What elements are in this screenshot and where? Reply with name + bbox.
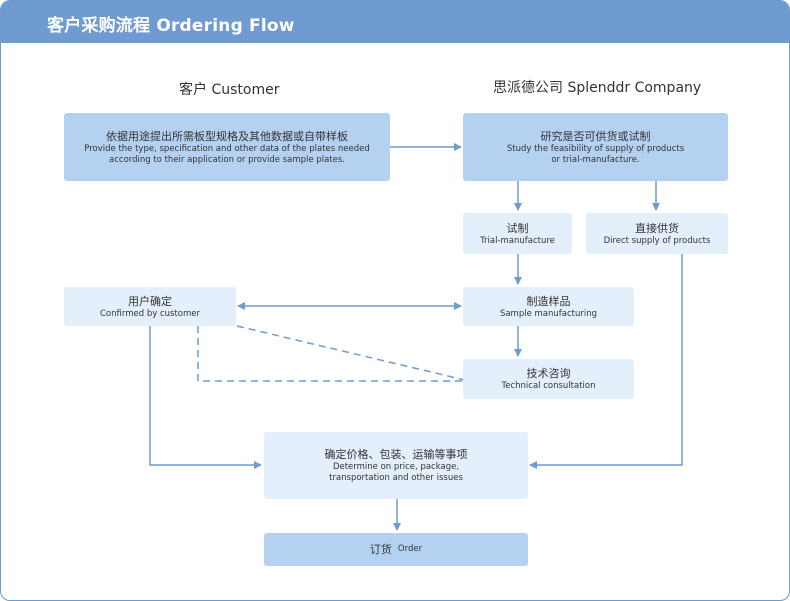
order-box: 订货 Order (264, 533, 528, 566)
sample-manufacturing-box: 制造样品 Sample manufacturing (463, 287, 634, 326)
trial-zh: 试制 (506, 221, 529, 235)
determine-zh: 确定价格、包装、运输等事项 (324, 448, 468, 461)
company-column-title: 思派德公司 Splenddr Company (493, 80, 702, 96)
trial-en: Trial-manufacture (480, 235, 555, 246)
sample-zh: 制造样品 (526, 294, 571, 308)
arrow-confirmed-to-determine (149, 326, 262, 469)
header-bar: 客户采购流程 Ordering Flow (1, 1, 789, 43)
direct-zh: 直接供货 (635, 221, 679, 235)
provide-en-line1: Provide the type, specification and othe… (84, 143, 370, 154)
tech-en: Technical consultation (501, 381, 596, 391)
confirmed-by-customer-box: 用户确定 Confirmed by customer (64, 287, 236, 326)
customer-column-title: 客户 Customer (179, 82, 280, 98)
trial-manufacture-box: 试制 Trial-manufacture (463, 213, 572, 254)
dashed-tech-to-confirmed-elbow (197, 326, 463, 382)
determine-en-line2: transportation and other issues (329, 473, 463, 483)
order-en: Order (397, 544, 423, 554)
technical-consultation-box: 技术咨询 Technical consultation (463, 359, 634, 399)
determine-en-line1: Determine on price, package, (332, 462, 460, 472)
provide-zh: 依据用途提出所需板型规格及其他数据或自带样板 (106, 129, 348, 143)
determine-terms-box: 确定价格、包装、运输等事项 Determine on price, packag… (264, 432, 528, 499)
confirmed-zh: 用户确定 (128, 294, 172, 308)
study-en-line2: or trial-manufacture. (551, 154, 640, 165)
study-feasibility-box: 研究是否可供货或试制 Study the feasibility of supp… (463, 113, 728, 181)
arrow-direct-to-determine (529, 254, 683, 469)
provide-en-line2: according to their application or provid… (109, 154, 345, 165)
confirmed-en: Confirmed by customer (100, 308, 200, 319)
direct-supply-box: 直接供货 Direct supply of products (586, 213, 728, 254)
tech-zh: 技术咨询 (526, 367, 571, 380)
study-zh: 研究是否可供货或试制 (540, 129, 651, 143)
study-en-line1: Study the feasibility of supply of produ… (506, 143, 685, 154)
dashed-tech-to-confirmed-diagonal (236, 325, 470, 382)
page-title: 客户采购流程 Ordering Flow (47, 16, 295, 36)
provide-specs-box: 依据用途提出所需板型规格及其他数据或自带样板 Provide the type,… (64, 113, 390, 181)
direct-en: Direct supply of products (603, 235, 711, 246)
order-zh: 订货 (369, 543, 392, 556)
sample-en: Sample manufacturing (499, 308, 598, 319)
